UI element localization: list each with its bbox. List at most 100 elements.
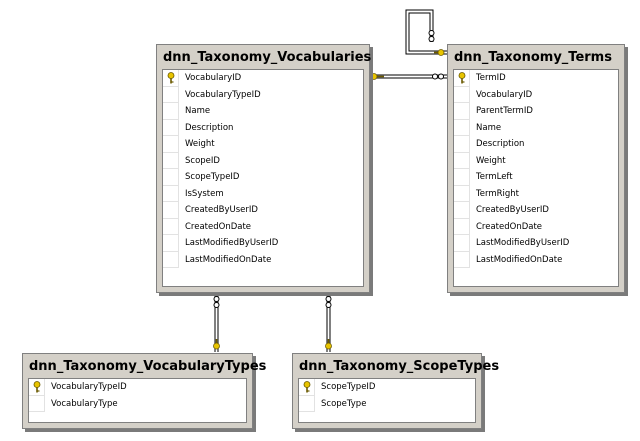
table-column[interactable]: Description <box>163 119 363 136</box>
table-column[interactable]: Weight <box>454 152 618 169</box>
key-icon <box>167 72 175 84</box>
key-icon <box>325 339 332 350</box>
infinity-icon <box>213 296 220 308</box>
table-title: dnn_Taxonomy_ScopeTypes <box>299 359 500 374</box>
row-selector[interactable] <box>454 218 470 235</box>
table-column[interactable]: CreatedOnDate <box>454 218 618 235</box>
column-name: CreatedOnDate <box>185 221 252 232</box>
row-selector[interactable] <box>454 152 470 169</box>
row-selector[interactable] <box>299 395 315 412</box>
column-name: ScopeType <box>321 398 367 409</box>
column-name: VocabularyType <box>51 398 118 409</box>
row-selector[interactable] <box>163 185 179 202</box>
column-list: VocabularyTypeID VocabularyType <box>28 378 247 423</box>
column-name: ScopeID <box>185 155 220 166</box>
table-title: dnn_Taxonomy_Terms <box>454 50 612 65</box>
table-vocabularies[interactable]: dnn_Taxonomy_Vocabularies VocabularyID Vo… <box>156 44 372 293</box>
column-name: VocabularyID <box>185 73 242 83</box>
table-column[interactable]: LastModifiedOnDate <box>163 251 363 268</box>
primary-key-column[interactable]: ScopeTypeID <box>299 379 475 396</box>
column-name: VocabularyTypeID <box>185 89 261 100</box>
table-column[interactable]: LastModifiedByUserID <box>163 235 363 252</box>
column-name: LastModifiedOnDate <box>185 254 272 265</box>
table-column[interactable]: CreatedOnDate <box>163 218 363 235</box>
table-column[interactable]: Weight <box>163 136 363 153</box>
primary-key-column[interactable]: TermID <box>454 70 618 87</box>
table-column[interactable]: VocabularyID <box>454 86 618 103</box>
table-column[interactable]: CreatedByUserID <box>454 202 618 219</box>
table-column[interactable]: VocabularyTypeID <box>163 86 363 103</box>
row-selector[interactable] <box>163 70 179 87</box>
column-name: LastModifiedByUserID <box>185 238 279 248</box>
row-selector[interactable] <box>454 136 470 153</box>
table-column[interactable]: Name <box>163 103 363 120</box>
column-name: Name <box>185 106 211 116</box>
table-column[interactable]: VocabularyType <box>29 395 246 412</box>
row-selector[interactable] <box>454 169 470 186</box>
row-selector[interactable] <box>454 103 470 120</box>
table-terms[interactable]: dnn_Taxonomy_Terms TermID VocabularyID Par… <box>447 44 625 293</box>
primary-key-column[interactable]: VocabularyTypeID <box>29 379 246 396</box>
row-selector[interactable] <box>163 218 179 235</box>
row-selector[interactable] <box>163 169 179 186</box>
infinity-icon <box>432 73 444 80</box>
table-column[interactable]: LastModifiedByUserID <box>454 235 618 252</box>
relationship-vocabularies-vocabularytypes[interactable] <box>213 292 220 352</box>
column-name: Description <box>185 122 234 133</box>
column-name: VocabularyID <box>476 89 533 100</box>
row-selector[interactable] <box>454 86 470 103</box>
row-selector[interactable] <box>163 103 179 120</box>
column-name: TermLeft <box>476 172 513 182</box>
table-column[interactable]: LastModifiedOnDate <box>454 251 618 268</box>
relationship-vocabularies-scopetypes[interactable] <box>325 292 332 352</box>
table-column[interactable]: IsSystem <box>163 185 363 202</box>
column-name: Weight <box>476 155 506 166</box>
row-selector[interactable] <box>163 235 179 252</box>
column-name: CreatedByUserID <box>476 205 549 215</box>
row-selector[interactable] <box>454 119 470 136</box>
column-name: TermID <box>476 73 506 83</box>
table-column[interactable]: Name <box>454 119 618 136</box>
row-selector[interactable] <box>454 202 470 219</box>
column-name: ScopeTypeID <box>185 172 240 182</box>
primary-key-column[interactable]: VocabularyID <box>163 70 363 87</box>
relationship-terms-self[interactable] <box>405 9 448 56</box>
table-column[interactable]: ParentTermID <box>454 103 618 120</box>
row-selector[interactable] <box>29 379 45 396</box>
row-selector[interactable] <box>454 251 470 268</box>
row-selector[interactable] <box>163 119 179 136</box>
row-selector[interactable] <box>454 235 470 252</box>
row-selector[interactable] <box>454 70 470 87</box>
table-column[interactable]: ScopeType <box>299 395 475 412</box>
table-column[interactable]: TermLeft <box>454 169 618 186</box>
row-selector[interactable] <box>29 395 45 412</box>
table-column[interactable]: ScopeID <box>163 152 363 169</box>
row-selector[interactable] <box>454 185 470 202</box>
row-selector[interactable] <box>299 379 315 396</box>
key-icon <box>303 381 311 393</box>
column-name: Weight <box>185 139 215 149</box>
column-list: ScopeTypeID ScopeType <box>298 378 476 423</box>
row-selector[interactable] <box>163 251 179 268</box>
row-selector[interactable] <box>163 152 179 169</box>
column-name: ScopeTypeID <box>321 382 376 392</box>
row-selector[interactable] <box>163 86 179 103</box>
table-title: dnn_Taxonomy_Vocabularies <box>163 50 372 65</box>
column-name: LastModifiedByUserID <box>476 238 570 248</box>
table-column[interactable]: CreatedByUserID <box>163 202 363 219</box>
table-column[interactable]: TermRight <box>454 185 618 202</box>
row-selector[interactable] <box>163 136 179 153</box>
table-vocabulary-types[interactable]: dnn_Taxonomy_VocabularyTypes VocabularyT… <box>22 353 266 429</box>
key-icon <box>213 339 220 350</box>
table-column[interactable]: ScopeTypeID <box>163 169 363 186</box>
key-icon <box>33 381 41 393</box>
infinity-icon <box>428 30 435 42</box>
table-column[interactable]: Description <box>454 136 618 153</box>
row-selector[interactable] <box>163 202 179 219</box>
column-name: CreatedOnDate <box>476 221 543 232</box>
relationship-vocabularies-terms[interactable] <box>370 73 448 80</box>
column-name: IsSystem <box>185 188 224 199</box>
key-icon <box>434 49 445 56</box>
